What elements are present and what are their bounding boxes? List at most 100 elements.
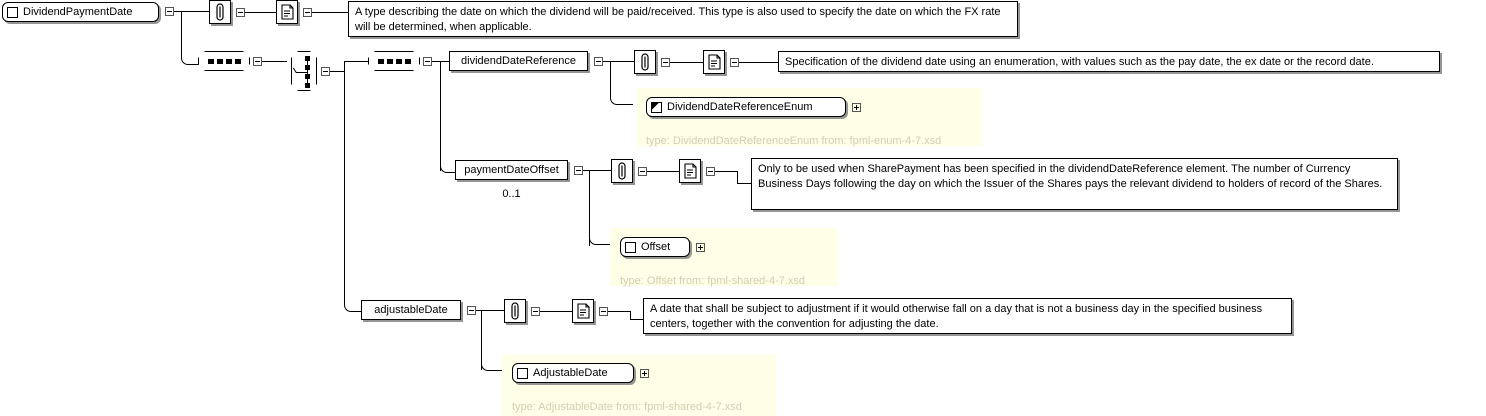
connector	[440, 158, 457, 173]
choice-spine	[307, 56, 308, 88]
connector	[630, 319, 644, 320]
toggle-pdo-documentation[interactable]	[706, 167, 715, 176]
paperclip-glyph	[216, 3, 224, 21]
element-label: dividendDateReference	[461, 55, 576, 67]
documentation-scroll-icon[interactable]	[572, 299, 594, 323]
toggle-ad-documentation[interactable]	[599, 307, 608, 316]
element-label: adjustableDate	[374, 304, 448, 316]
connector	[432, 61, 450, 62]
document-scroll-glyph	[577, 303, 590, 319]
connector	[344, 297, 363, 312]
type-node-adjustable-date[interactable]: AdjustableDate	[512, 363, 634, 383]
choice-dot	[305, 83, 310, 88]
connector	[739, 62, 779, 63]
annotation-paperclip-icon[interactable]	[611, 159, 633, 183]
documentation-scroll-icon[interactable]	[703, 50, 725, 74]
document-scroll-glyph	[281, 4, 294, 20]
type-node-label: DividendDateReferenceEnum	[667, 100, 813, 113]
paperclip-glyph	[641, 53, 649, 71]
type-node-offset[interactable]: Offset	[620, 237, 690, 257]
toggle-payment-date-offset[interactable]	[574, 166, 583, 175]
toggle-pdo-annotation[interactable]	[638, 167, 647, 176]
connector	[330, 71, 344, 72]
connector	[481, 356, 504, 371]
connector	[312, 12, 349, 13]
toggle-offset[interactable]	[696, 243, 705, 252]
document-scroll-glyph	[708, 54, 721, 70]
connector	[647, 171, 680, 172]
type-node-label: Offset	[641, 240, 671, 253]
toggle-dividend-date-reference[interactable]	[594, 57, 603, 66]
connector	[630, 311, 631, 319]
connector	[181, 50, 199, 65]
toggle-inner-sequence[interactable]	[423, 57, 432, 66]
element-payment-date-offset[interactable]: paymentDateOffset	[455, 160, 568, 180]
toggle-ad-annotation[interactable]	[531, 307, 540, 316]
type-line-dividend-date-reference-enum: type: DividendDateReferenceEnum from: fp…	[646, 135, 942, 147]
doc-payment-date-offset: Only to be used when SharePayment has be…	[751, 158, 1398, 210]
connector	[262, 61, 287, 62]
connector	[603, 61, 635, 62]
toggle-outer-sequence[interactable]	[253, 57, 262, 66]
paperclip-glyph	[511, 302, 519, 320]
connector	[737, 183, 752, 184]
choice-dot	[305, 74, 310, 79]
doc-dividend-date-reference: Specification of the dividend date using…	[778, 51, 1440, 72]
connector	[589, 170, 590, 246]
complex-type-square-icon	[7, 6, 18, 18]
type-node-label: AdjustableDate	[533, 366, 608, 379]
type-node-dividend-date-reference-enum[interactable]: DividendDateReferenceEnum	[646, 97, 846, 117]
type-line-adjustable-date: type: AdjustableDate from: fpml-shared-4…	[512, 401, 742, 413]
compositor-choice[interactable]	[291, 51, 317, 91]
complex-type-square-icon	[625, 241, 636, 253]
connector	[245, 12, 277, 13]
connector	[481, 310, 482, 370]
connector	[670, 62, 704, 63]
documentation-scroll-icon[interactable]	[679, 159, 701, 183]
connector	[583, 170, 612, 171]
connector	[344, 61, 369, 62]
document-scroll-glyph	[684, 163, 697, 179]
toggle-choice[interactable]	[321, 67, 330, 76]
connector	[440, 61, 441, 171]
connector	[715, 171, 737, 172]
element-label: paymentDateOffset	[464, 164, 559, 176]
node-label: DividendPaymentDate	[23, 5, 133, 18]
toggle-dividend-date-reference-enum[interactable]	[852, 103, 861, 112]
toggle-ddr-documentation[interactable]	[730, 58, 739, 67]
choice-arm	[296, 72, 307, 73]
toggle-ddr-annotation[interactable]	[661, 58, 670, 67]
connector	[737, 171, 738, 183]
choice-arm-diagonal	[292, 67, 297, 74]
toggle-adjustable-date-type[interactable]	[640, 369, 649, 378]
annotation-paperclip-icon[interactable]	[504, 299, 526, 323]
choice-dot	[305, 56, 310, 61]
paperclip-glyph	[618, 162, 626, 180]
choice-dot	[305, 65, 310, 70]
toggle-adjustable-date[interactable]	[467, 306, 476, 315]
cardinality-payment-date-offset: 0..1	[502, 188, 521, 200]
documentation-scroll-icon[interactable]	[276, 0, 298, 24]
element-dividend-date-reference[interactable]: dividendDateReference	[449, 51, 588, 71]
connector	[174, 11, 210, 12]
complex-type-square-icon	[517, 367, 528, 379]
toggle-root-annotation[interactable]	[236, 8, 245, 17]
toggle-root[interactable]	[165, 7, 174, 16]
connector	[181, 11, 182, 57]
connector	[344, 61, 345, 71]
compositor-outer-sequence[interactable]	[198, 51, 250, 71]
connector	[608, 311, 630, 312]
connector	[540, 311, 573, 312]
annotation-paperclip-icon[interactable]	[634, 50, 656, 74]
doc-adjustable-date: A date that shall be subject to adjustme…	[643, 298, 1292, 334]
compositor-inner-sequence[interactable]	[368, 51, 420, 71]
connector	[476, 310, 505, 311]
annotation-paperclip-icon[interactable]	[209, 0, 231, 24]
type-line-offset: type: Offset from: fpml-shared-4-7.xsd	[620, 275, 806, 287]
node-dividend-payment-date[interactable]: DividendPaymentDate	[2, 2, 159, 22]
connector	[610, 61, 611, 97]
doc-root: A type describing the date on which the …	[348, 1, 1018, 37]
toggle-root-documentation[interactable]	[303, 8, 312, 17]
element-adjustable-date[interactable]: adjustableDate	[361, 300, 461, 320]
